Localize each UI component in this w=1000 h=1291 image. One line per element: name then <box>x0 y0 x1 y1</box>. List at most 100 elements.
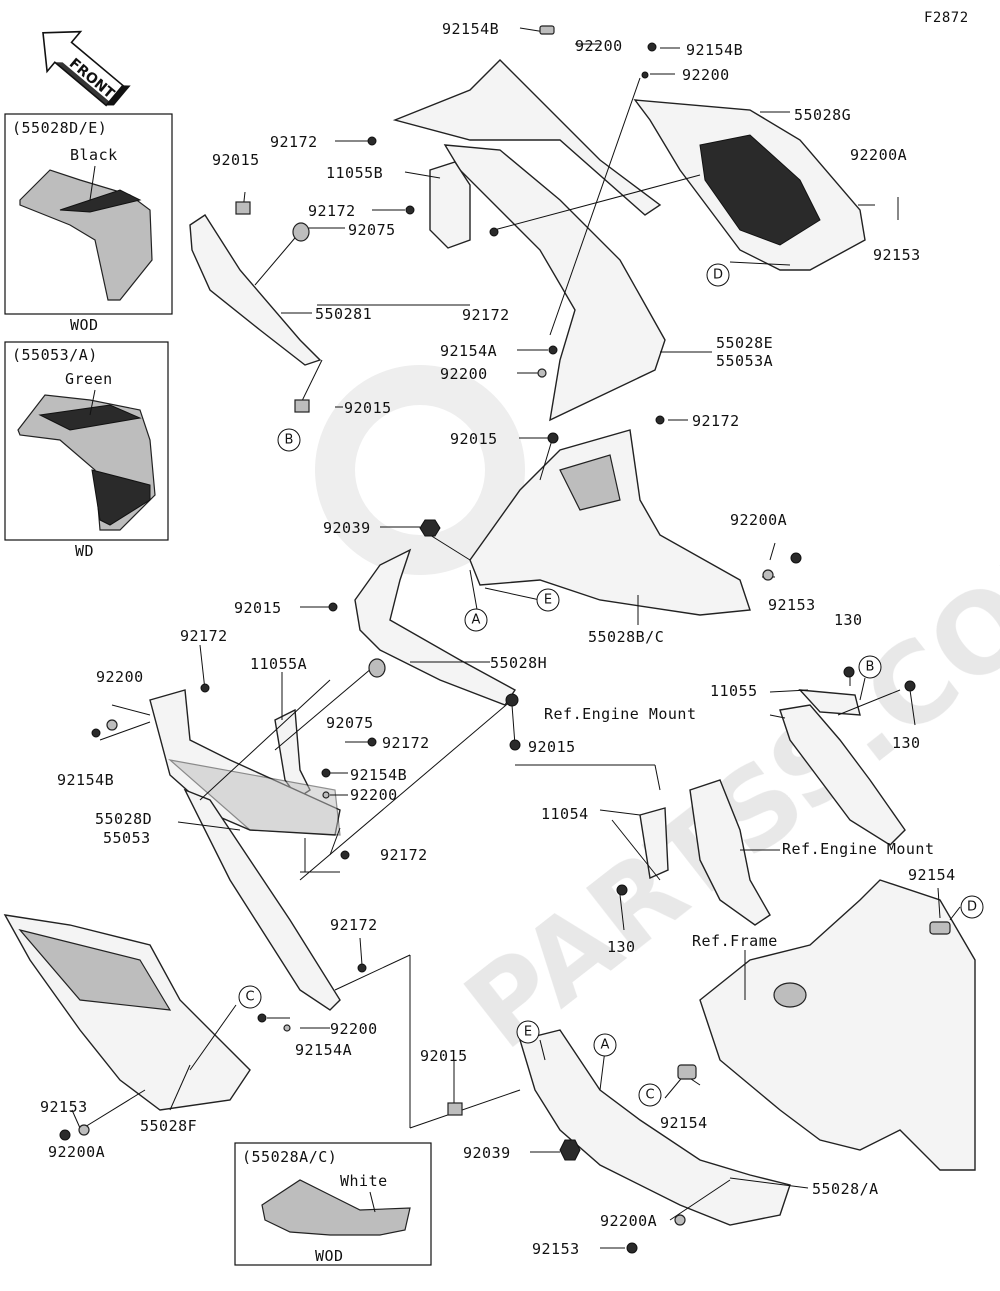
label-92172: 92172 <box>180 627 228 645</box>
label-92172: 92172 <box>270 133 318 151</box>
label-92200: 92200 <box>350 786 398 804</box>
parts-geometry <box>3 59 976 1226</box>
label-92154B: 92154B <box>57 771 114 789</box>
label-92153: 92153 <box>40 1098 88 1116</box>
label-92200A: 92200A <box>850 146 907 164</box>
pin-icon <box>677 1064 697 1080</box>
label-92200: 92200 <box>330 1020 378 1038</box>
label-92153: 92153 <box>768 596 816 614</box>
label-130: 130 <box>892 734 921 752</box>
part-engine-mount-1 <box>689 779 771 926</box>
label-55053A: 55053A <box>716 352 773 370</box>
label-92172: 92172 <box>380 846 428 864</box>
washer-icon <box>78 1124 90 1136</box>
label-92200: 92200 <box>682 66 730 84</box>
inset-black-footer: WOD <box>70 316 99 334</box>
label-92154A: 92154A <box>440 342 497 360</box>
callout-b-right: B <box>858 655 882 679</box>
label-55028BC: 55028B/C <box>588 628 664 646</box>
label-11055B: 11055B <box>326 164 383 182</box>
nut-icon <box>548 345 558 355</box>
grommet-icon <box>547 432 559 444</box>
grommet-icon <box>294 399 310 413</box>
label-92200A: 92200A <box>48 1143 105 1161</box>
label-11054: 11054 <box>541 805 589 823</box>
bolt-icon <box>904 680 916 692</box>
bolt-icon <box>340 850 350 860</box>
part-55028H <box>354 548 517 706</box>
part-55053 <box>183 788 341 1011</box>
callout-d-right: D <box>960 895 984 919</box>
washer-icon <box>322 791 330 799</box>
bolt-icon <box>59 1129 71 1141</box>
label-11055A: 11055A <box>250 655 307 673</box>
label-92015: 92015 <box>344 399 392 417</box>
grommet-icon <box>509 739 521 751</box>
label-55028D: 55028D <box>95 810 152 828</box>
inset-white-color: White <box>340 1172 388 1190</box>
inset-white: (55028A/C) White WOD <box>234 1142 432 1266</box>
bolt-icon <box>489 227 499 237</box>
label-92154B: 92154B <box>686 41 743 59</box>
leader-lines <box>71 27 961 1249</box>
part-ref-frame <box>699 879 976 1171</box>
part-engine-mount-2 <box>779 704 906 846</box>
grommet-icon <box>505 693 519 707</box>
part-55028D-panel <box>167 759 341 836</box>
washer-icon <box>641 71 649 79</box>
grommet-icon <box>447 1102 463 1116</box>
nut-icon <box>559 1139 581 1161</box>
label-92153: 92153 <box>532 1240 580 1258</box>
bolt-icon <box>357 963 367 973</box>
part-55028E <box>443 144 666 422</box>
callout-b-left: B <box>277 428 301 452</box>
svg-text:C: C <box>245 990 254 1005</box>
label-92015: 92015 <box>528 738 576 756</box>
part-55028BC-opening <box>559 454 621 511</box>
inset-green-title: (55053/A) <box>12 346 98 364</box>
inset-black-title: (55028D/E) <box>12 119 107 137</box>
part-11055 <box>798 689 861 716</box>
bolt-icon <box>655 415 665 425</box>
label-ref-frame: Ref.Frame <box>692 932 778 950</box>
inset-black-color: Black <box>70 146 118 164</box>
label-55028E: 55028E <box>716 334 773 352</box>
svg-text:E: E <box>544 593 552 608</box>
label-92200A: 92200A <box>730 511 787 529</box>
part-55028BC <box>469 429 751 616</box>
label-92039: 92039 <box>463 1144 511 1162</box>
washer-icon <box>283 1024 291 1032</box>
callout-a-lower: A <box>593 1033 617 1057</box>
label-92015: 92015 <box>234 599 282 617</box>
part-55028F-panel <box>18 928 172 1011</box>
label-92200: 92200 <box>440 365 488 383</box>
watermark-swirl-icon <box>315 365 525 575</box>
part-labels: 92154B 92200 92154B 92200 55028G 92172 9… <box>40 20 955 1258</box>
damper-icon <box>368 658 386 678</box>
svg-text:E: E <box>524 1025 532 1040</box>
label-92200: 92200 <box>575 37 623 55</box>
washer-icon <box>537 368 547 378</box>
nut-icon <box>91 728 101 738</box>
damper-icon <box>292 222 310 242</box>
label-130: 130 <box>607 938 636 956</box>
pin-icon <box>929 921 951 935</box>
part-upper-cowl <box>392 59 662 216</box>
label-92015: 92015 <box>212 151 260 169</box>
svg-text:B: B <box>285 433 294 448</box>
callout-e-mid: E <box>536 588 560 612</box>
bolt-icon <box>257 1013 267 1023</box>
label-55053: 55053 <box>103 829 151 847</box>
label-92039: 92039 <box>323 519 371 537</box>
grommet-icon <box>235 201 251 215</box>
label-92154A: 92154A <box>295 1041 352 1059</box>
part-11055B <box>429 161 471 249</box>
label-92015: 92015 <box>420 1047 468 1065</box>
svg-text:A: A <box>472 613 481 628</box>
label-11055: 11055 <box>710 682 758 700</box>
label-550281: 550281 <box>315 305 372 323</box>
svg-text:A: A <box>601 1038 610 1053</box>
label-92172: 92172 <box>382 734 430 752</box>
callout-c-lower: C <box>638 1083 662 1107</box>
